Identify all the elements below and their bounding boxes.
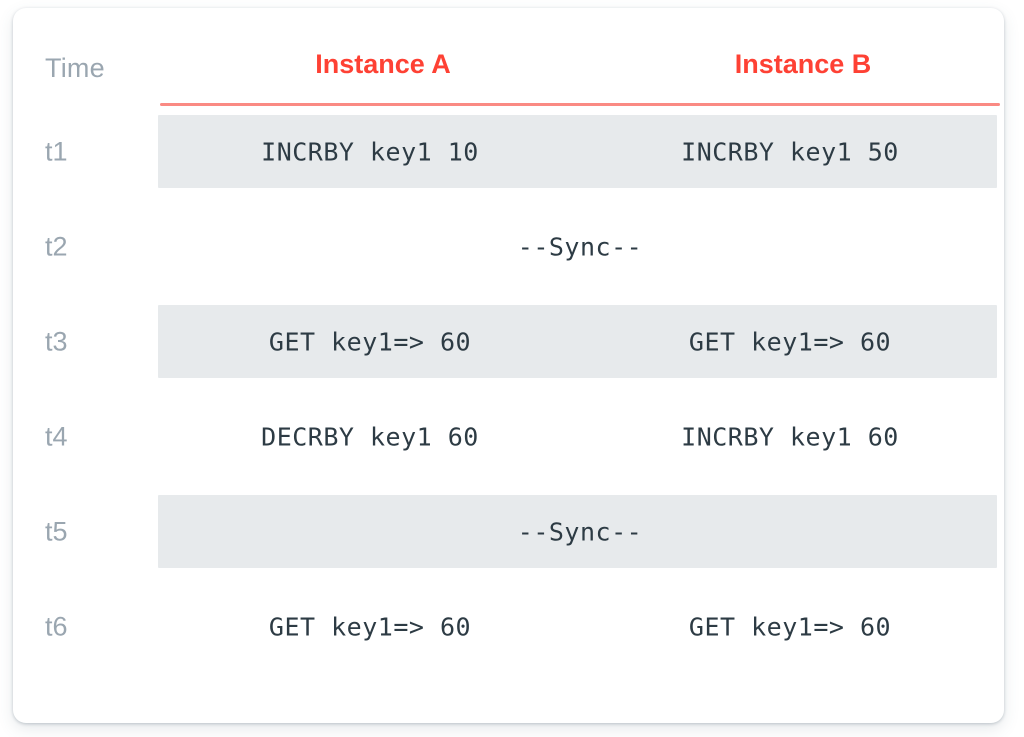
table-row: t4 DECRBY key1 60 INCRBY key1 60 bbox=[13, 389, 1004, 484]
table-body: t1 INCRBY key1 10 INCRBY key1 50 t2 --Sync--… bbox=[13, 104, 1004, 674]
table-header: Time Instance A Instance B bbox=[13, 8, 1004, 106]
header-instance-a: Instance A bbox=[315, 49, 451, 79]
row-command-instance-a: DECRBY key1 60 bbox=[261, 422, 479, 451]
table-row: t5 --Sync-- bbox=[13, 484, 1004, 579]
table-row: t2 --Sync-- bbox=[13, 199, 1004, 294]
row-command-instance-a: GET key1=> 60 bbox=[268, 327, 472, 356]
row-sync-marker: --Sync-- bbox=[517, 517, 643, 546]
row-time-label: t5 bbox=[45, 516, 68, 546]
row-stripe bbox=[158, 495, 997, 568]
table-row: t3 GET key1=> 60 GET key1=> 60 bbox=[13, 294, 1004, 389]
row-command-instance-b: INCRBY key1 60 bbox=[681, 422, 899, 451]
row-stripe bbox=[158, 305, 997, 378]
header-instance-b: Instance B bbox=[734, 49, 872, 79]
row-command-instance-a: GET key1=> 60 bbox=[268, 612, 472, 641]
row-command-instance-a: INCRBY key1 10 bbox=[261, 137, 479, 166]
row-command-instance-b: GET key1=> 60 bbox=[688, 327, 892, 356]
table-row: t6 GET key1=> 60 GET key1=> 60 bbox=[13, 579, 1004, 674]
row-time-label: t1 bbox=[45, 136, 68, 166]
row-time-label: t4 bbox=[45, 421, 68, 451]
header-time-label: Time bbox=[45, 53, 105, 83]
row-sync-marker: --Sync-- bbox=[517, 232, 643, 261]
row-command-instance-b: INCRBY key1 50 bbox=[681, 137, 899, 166]
row-time-label: t3 bbox=[45, 326, 68, 356]
header-underline bbox=[160, 103, 1000, 106]
table-row: t1 INCRBY key1 10 INCRBY key1 50 bbox=[13, 104, 1004, 199]
row-time-label: t2 bbox=[45, 231, 68, 261]
row-stripe bbox=[158, 115, 997, 188]
row-command-instance-b: GET key1=> 60 bbox=[688, 612, 892, 641]
row-time-label: t6 bbox=[45, 611, 68, 641]
